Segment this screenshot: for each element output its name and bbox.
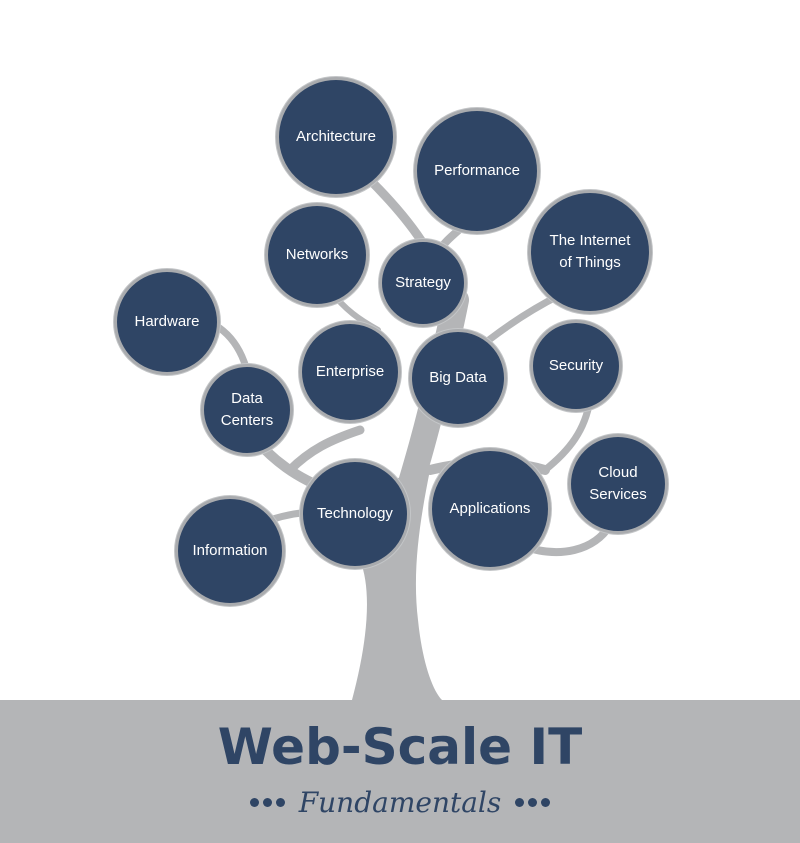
node-performance: Performance [414,108,540,234]
ground-band [0,700,800,843]
tree-trunk-and-branches [211,175,614,700]
node-internet-of-things: The Internet of Things [528,190,652,314]
node-big-data: Big Data [409,329,507,427]
node-hardware: Hardware [114,269,220,375]
node-enterprise: Enterprise [299,321,401,423]
node-strategy: Strategy [379,239,467,327]
node-applications: Applications [429,448,551,570]
node-cloud-services: Cloud Services [568,434,668,534]
diagram-subtitle: Fundamentals [298,786,502,819]
node-technology: Technology [300,459,410,569]
subtitle-row: Fundamentals [0,786,800,819]
node-information: Information [175,496,285,606]
right-dots-decoration [515,798,551,807]
node-security: Security [530,320,622,412]
branch-left-low [285,425,365,475]
diagram-title: Web-Scale IT [217,718,583,776]
left-dots-decoration [249,798,285,807]
node-networks: Networks [265,203,369,307]
node-architecture: Architecture [276,77,396,197]
node-data-centers: Data Centers [201,364,293,456]
